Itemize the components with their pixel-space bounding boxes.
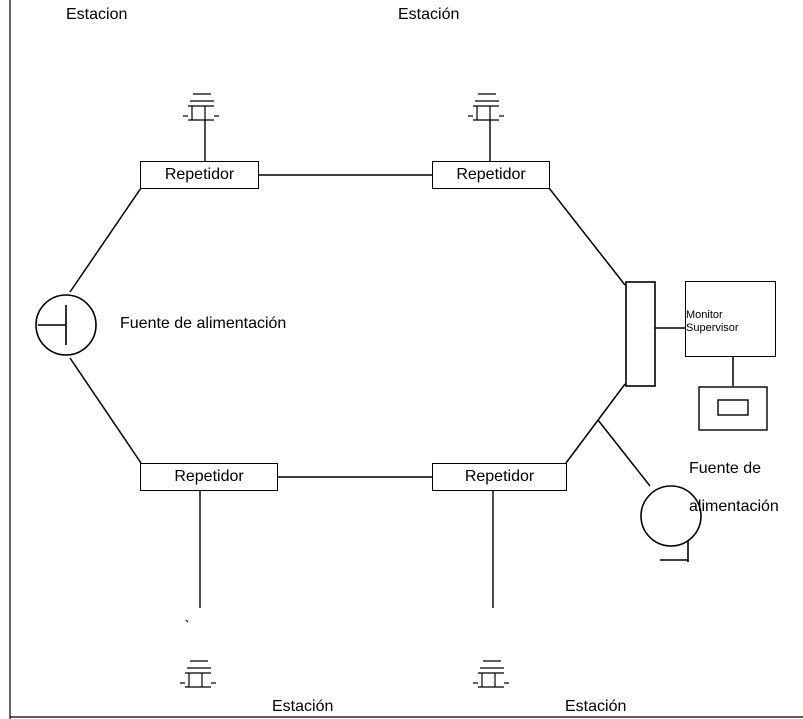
repeater-bottom-right-label: Repetidor (464, 468, 535, 485)
power-source-right-icon (640, 485, 702, 562)
monitor-screen-icon (698, 386, 768, 431)
repeater-bottom-left: Repetidor (140, 463, 278, 491)
station-label-top-right: Estación (398, 6, 460, 23)
monitor-supervisor-box: Monitor Supervisor (685, 281, 776, 357)
power-source-left-label: Fuente de alimentación (120, 315, 287, 332)
stray-mark (185, 619, 189, 623)
repeater-top-left: Repetidor (140, 161, 259, 189)
station-icon-bottom-right (473, 660, 509, 688)
repeater-top-right: Repetidor (432, 161, 550, 189)
ring-lines (69, 174, 734, 487)
station-icon-top-right (468, 93, 504, 121)
bus-coupler (625, 281, 656, 387)
power-source-right-label-line2: alimentación (689, 498, 779, 515)
station-drops (199, 120, 494, 608)
repeater-top-left-label: Repetidor (164, 166, 235, 183)
repeater-top-right-label: Repetidor (456, 166, 526, 183)
power-source-left-icon (35, 294, 97, 356)
frame (9, 0, 803, 719)
power-source-right-label-line1: Fuente de (689, 460, 762, 477)
repeater-bottom-left-label: Repetidor (174, 468, 244, 485)
station-label-bottom-left: Estación (272, 698, 334, 715)
monitor-label-line2: Supervisor (686, 322, 739, 334)
station-label-bottom-right: Estación (565, 698, 627, 715)
station-icon-top-left (183, 93, 219, 121)
station-icon-bottom-left (180, 660, 216, 688)
repeater-bottom-right: Repetidor (432, 463, 567, 491)
station-label-top-left: Estacion (66, 6, 128, 23)
monitor-label-line1: Monitor (686, 309, 723, 321)
